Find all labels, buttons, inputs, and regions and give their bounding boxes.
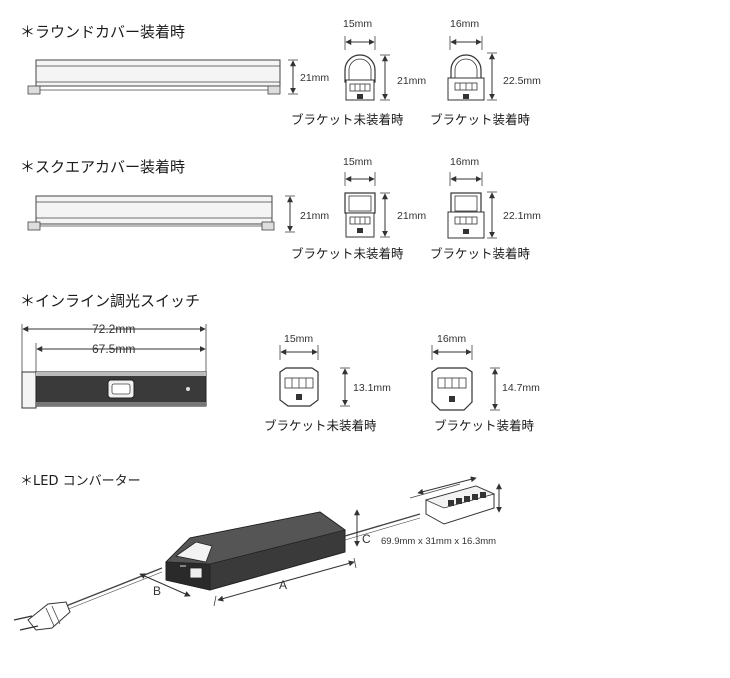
converter-dimension-b <box>139 573 191 597</box>
square-b-width-label: 16mm <box>450 156 479 168</box>
square-b-height-label: 22.1mm <box>503 210 541 222</box>
junction-size-label: 69.9mm x 31mm x 16.3mm <box>381 536 496 547</box>
round-a-height-label: 21mm <box>397 75 426 87</box>
switch-length-dimensions <box>21 324 207 372</box>
square-a-width-label: 15mm <box>343 156 372 168</box>
round-a-caption: ブラケット未装着時 <box>291 112 404 127</box>
switch-a-height-label: 13.1mm <box>353 382 391 394</box>
junction-box <box>424 485 496 525</box>
round-profile-a <box>344 36 376 101</box>
square-profile-a <box>344 172 376 238</box>
square-bar-height-label: 21mm <box>300 210 329 222</box>
square-bar-height-dimension <box>285 195 295 233</box>
switch-b-height-dimension <box>490 367 500 411</box>
square-a-caption: ブラケット未装着時 <box>291 246 404 261</box>
switch-profile-b <box>431 345 473 411</box>
square-b-height-dimension <box>487 191 497 239</box>
round-b-height-dimension <box>487 52 497 101</box>
converter-dimension-a <box>213 557 357 607</box>
round-cover-bar <box>27 59 281 95</box>
switch-b-caption: ブラケット装着時 <box>434 418 535 433</box>
switch-a-height-dimension <box>340 367 350 407</box>
switch-profile-a <box>279 345 319 407</box>
switch-body <box>21 371 207 409</box>
dimension-b-label: B <box>153 584 161 598</box>
round-a-height-dimension <box>380 54 390 101</box>
round-bar-height-label: 21mm <box>300 72 329 84</box>
round-profile-b <box>447 36 485 101</box>
switch-b-height-label: 14.7mm <box>502 382 540 394</box>
led-converter-box <box>165 511 346 591</box>
round-b-height-label: 22.5mm <box>503 75 541 87</box>
round-b-caption: ブラケット装着時 <box>430 112 531 127</box>
square-a-height-dimension <box>380 192 390 238</box>
power-plug <box>13 567 163 631</box>
junction-dimension-lines <box>409 476 502 513</box>
square-cover-title: ＊スクエアカバー装着時 <box>20 158 185 176</box>
square-b-caption: ブラケット装着時 <box>430 246 531 261</box>
switch-length-outer-label: 72.2mm <box>92 322 135 336</box>
switch-a-width-label: 15mm <box>284 333 313 345</box>
square-profile-b <box>447 172 485 239</box>
switch-a-caption: ブラケット未装着時 <box>264 418 377 433</box>
round-b-width-label: 16mm <box>450 18 479 30</box>
round-a-width-label: 15mm <box>343 18 372 30</box>
round-cover-title: ＊ラウンドカバー装着時 <box>20 23 185 41</box>
output-cable <box>344 513 421 537</box>
square-a-height-label: 21mm <box>397 210 426 222</box>
switch-length-inner-label: 67.5mm <box>92 342 135 356</box>
converter-title: ＊LED コンバーター <box>20 474 141 489</box>
dimension-c-label: C <box>362 532 371 546</box>
round-bar-height-dimension <box>288 59 298 95</box>
switch-b-width-label: 16mm <box>437 333 466 345</box>
dimension-a-label: A <box>279 578 287 592</box>
square-cover-bar <box>27 195 275 231</box>
switch-title: ＊インライン調光スイッチ <box>20 292 200 310</box>
